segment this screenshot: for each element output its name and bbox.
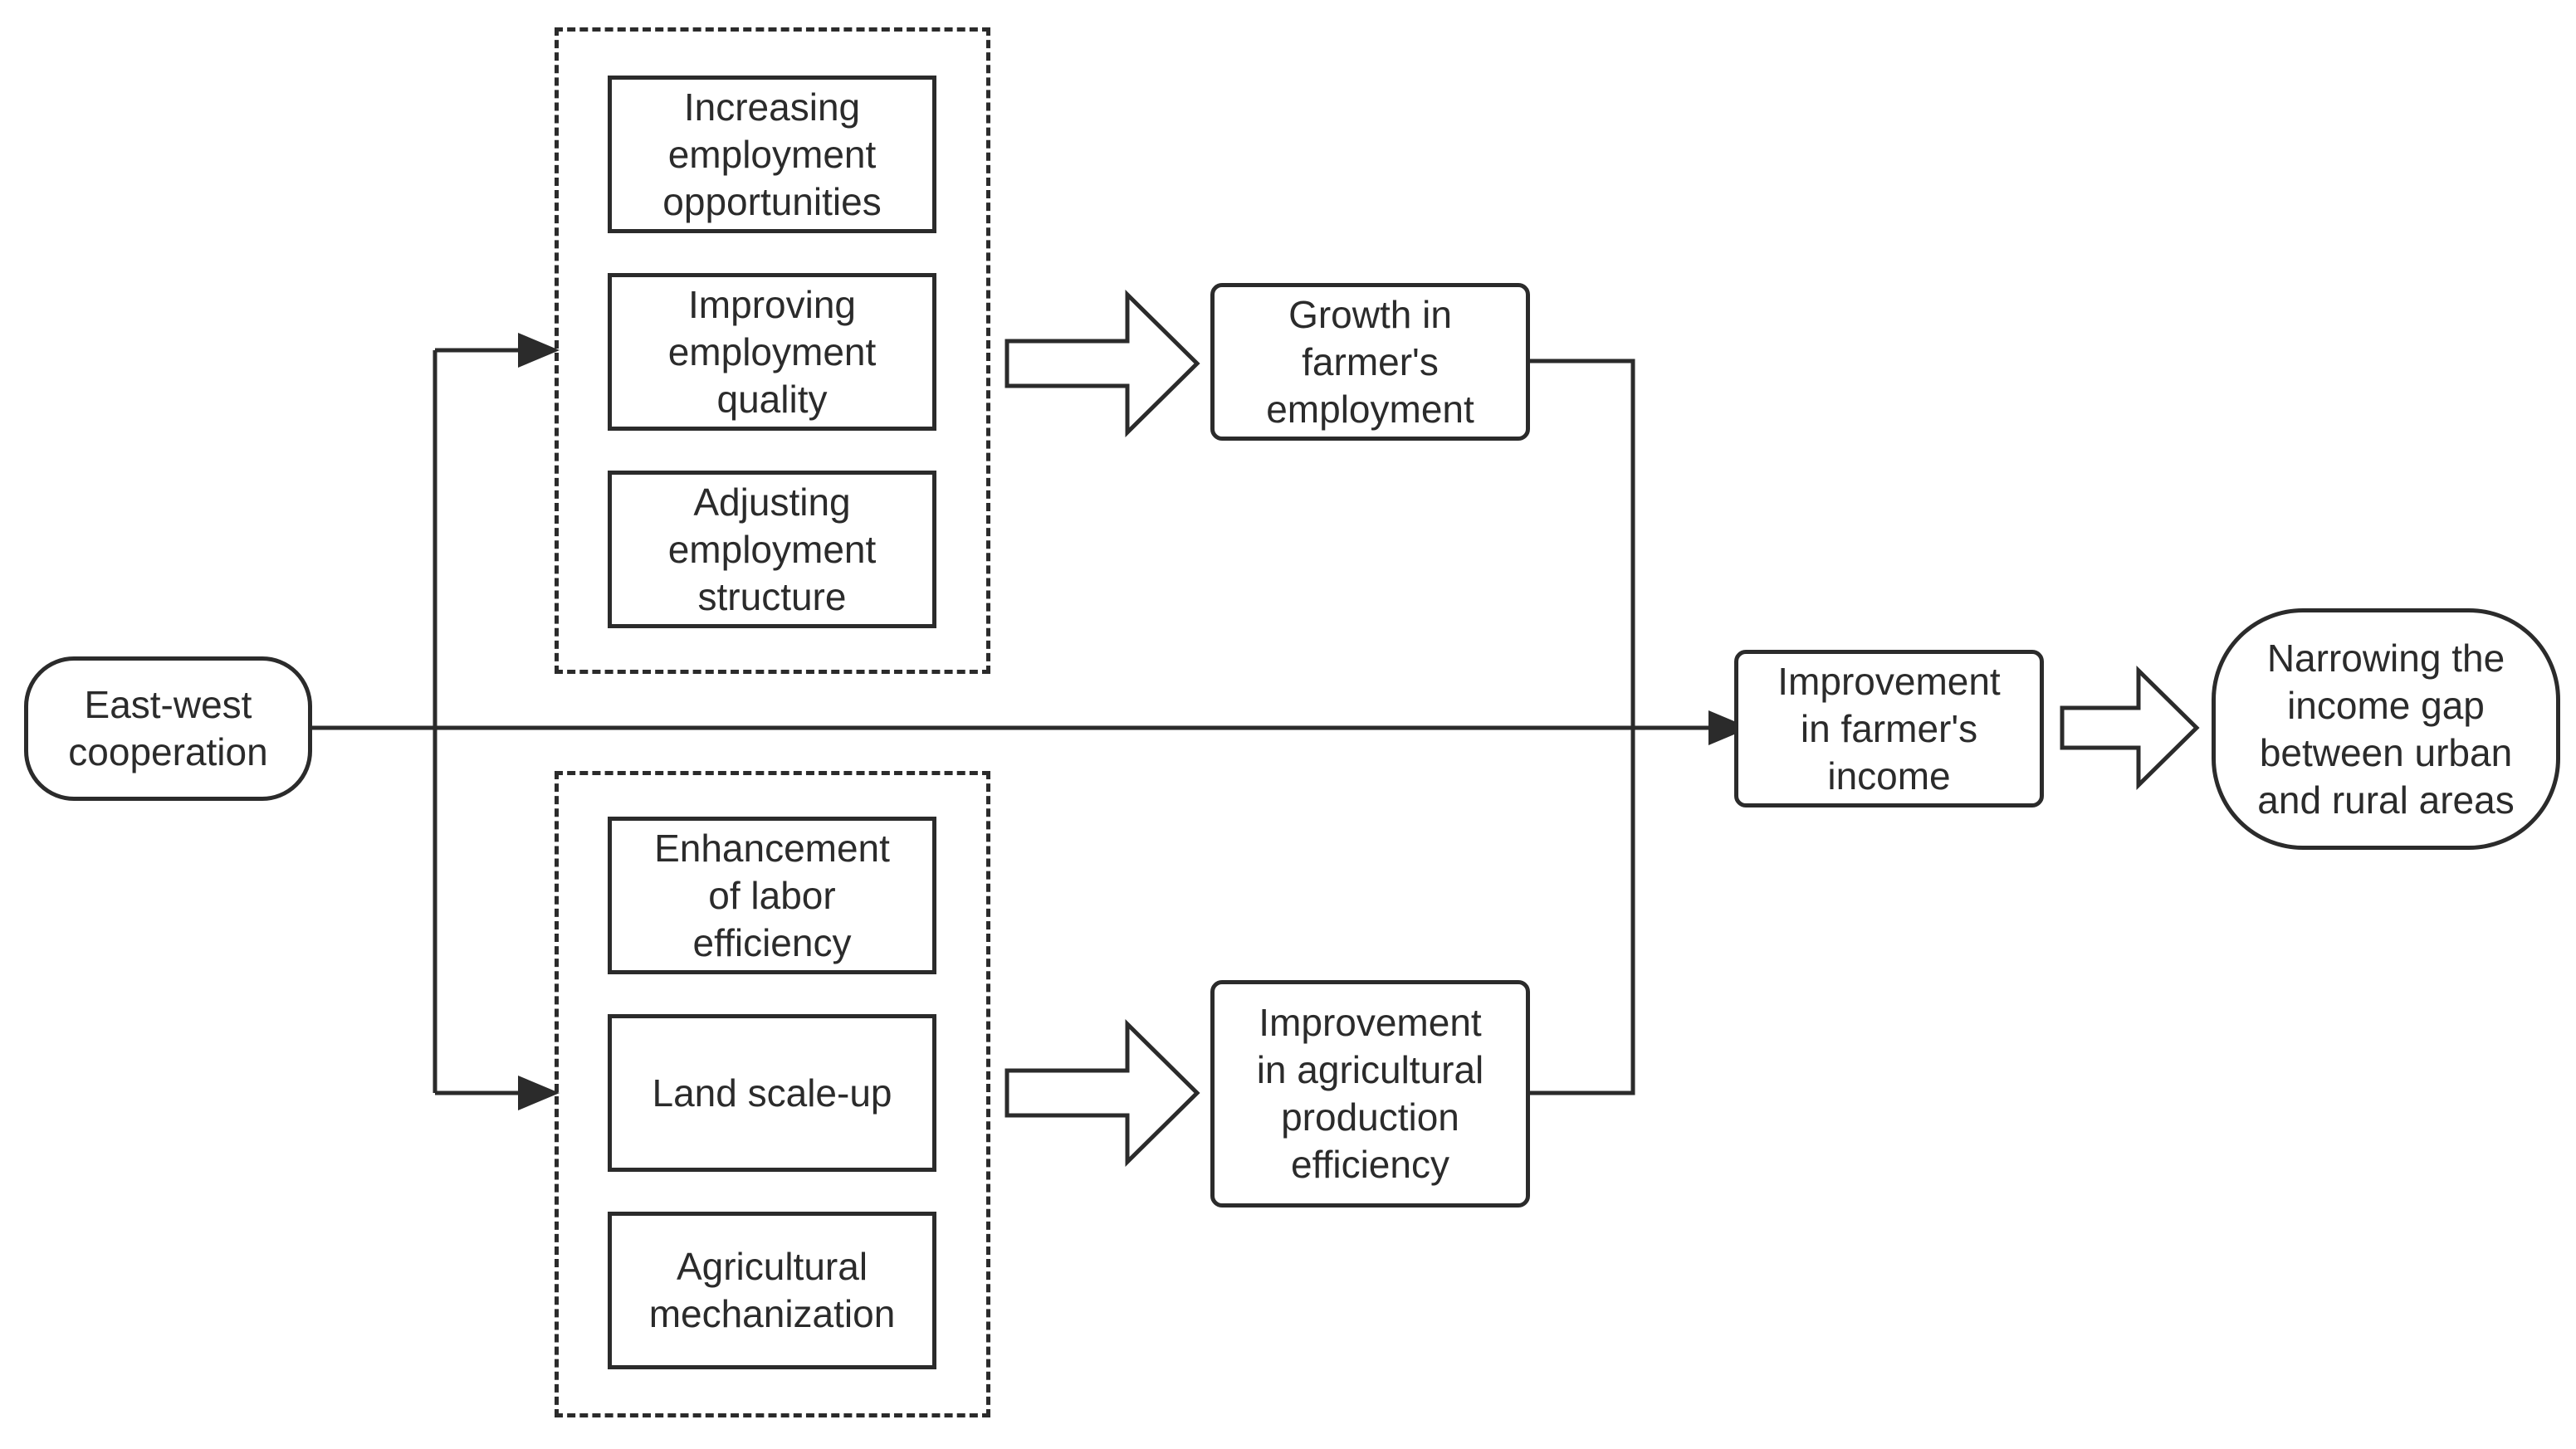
narrowing-income-gap-node: Narrowing the income gap between urban a… <box>2212 608 2560 850</box>
big-arrow-production <box>1004 1019 1200 1167</box>
improving-employment-quality-node: Improving employment quality <box>608 273 936 431</box>
improvement-in-agricultural-production-efficiency-node: Improvement in agricultural production e… <box>1210 980 1530 1208</box>
big-arrow-result <box>2060 666 2200 790</box>
big-arrow-employment <box>1004 290 1200 437</box>
agricultural-mechanization-node: Agricultural mechanization <box>608 1212 936 1369</box>
arrowhead-employment-group <box>518 333 560 368</box>
growth-in-farmer-employment-node: Growth in farmer's employment <box>1210 283 1530 441</box>
connector-employment-outcome-to-income <box>1530 359 1635 1095</box>
arrowhead-production-group <box>518 1076 560 1110</box>
arrowhead-income <box>1708 710 1750 745</box>
improvement-in-farmer-income-node: Improvement in farmer's income <box>1734 650 2044 807</box>
production-factor-group <box>555 771 990 1417</box>
adjusting-employment-structure-node: Adjusting employment structure <box>608 471 936 628</box>
increasing-employment-opportunities-node: Increasing employment opportunities <box>608 76 936 233</box>
enhancement-of-labor-efficiency-node: Enhancement of labor efficiency <box>608 817 936 974</box>
employment-factor-group <box>555 27 990 674</box>
east-west-cooperation-node: East-west cooperation <box>24 656 312 801</box>
land-scale-up-node: Land scale-up <box>608 1014 936 1172</box>
